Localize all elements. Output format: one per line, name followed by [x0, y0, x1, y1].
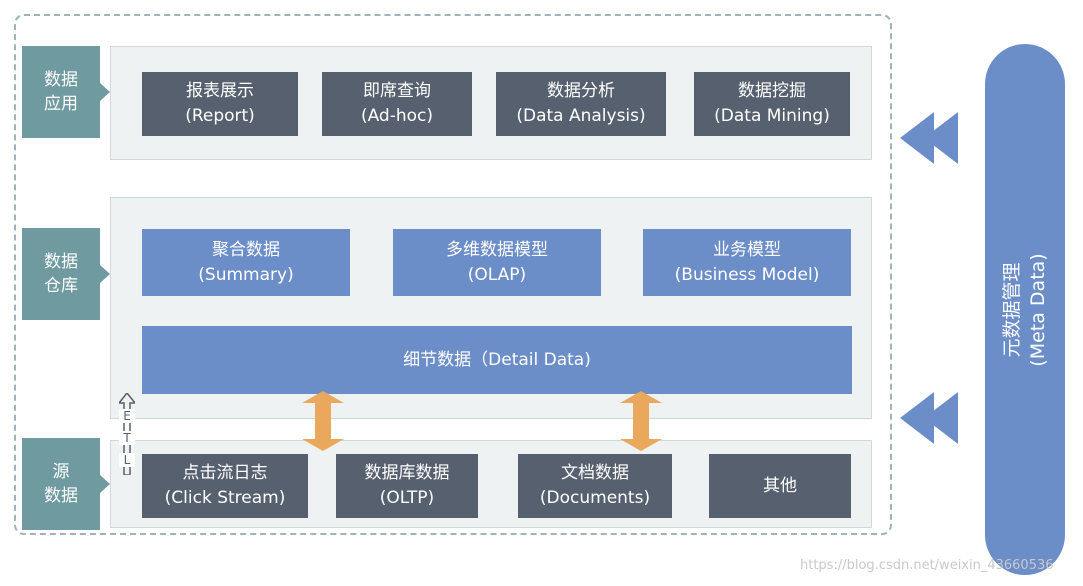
- box-documents: 文档数据(Documents): [518, 454, 672, 518]
- double-arrow-left: [302, 391, 344, 451]
- etl-arrow: E T L: [119, 393, 135, 475]
- box-report: 报表展示(Report): [142, 72, 298, 136]
- layer-label-warehouse: 数据仓库: [22, 228, 100, 320]
- etl-letter-l: L: [119, 453, 135, 467]
- layer-label-source: 源数据: [22, 438, 100, 530]
- architecture-frame: [14, 14, 892, 535]
- chevron-lower-icon: [900, 392, 958, 444]
- chevron-upper-icon: [900, 112, 958, 164]
- double-arrow-right: [620, 391, 662, 451]
- box-data-analysis: 数据分析(Data Analysis): [496, 72, 666, 136]
- box-business-model: 业务模型(Business Model): [643, 229, 851, 296]
- watermark: https://blog.csdn.net/weixin_43660536: [800, 558, 1054, 573]
- box-ad-hoc: 即席查询(Ad-hoc): [322, 72, 472, 136]
- box-data-mining: 数据挖掘(Data Mining): [694, 72, 850, 136]
- layer-label-application: 数据应用: [22, 46, 100, 138]
- box-click-stream: 点击流日志(Click Stream): [142, 454, 308, 518]
- etl-arrow-icon: [119, 393, 135, 475]
- box-summary: 聚合数据(Summary): [142, 229, 350, 296]
- box-detail-data: 细节数据（Detail Data): [142, 326, 852, 394]
- etl-letter-t: T: [119, 431, 135, 445]
- box-olap: 多维数据模型(OLAP): [393, 229, 601, 296]
- box-oltp: 数据库数据(OLTP): [336, 454, 478, 518]
- meta-data-label: 元数据管理 (Meta Data): [1001, 252, 1049, 367]
- etl-letter-e: E: [119, 409, 135, 423]
- box-other: 其他: [709, 454, 851, 518]
- meta-data-pill: 元数据管理 (Meta Data): [985, 44, 1065, 575]
